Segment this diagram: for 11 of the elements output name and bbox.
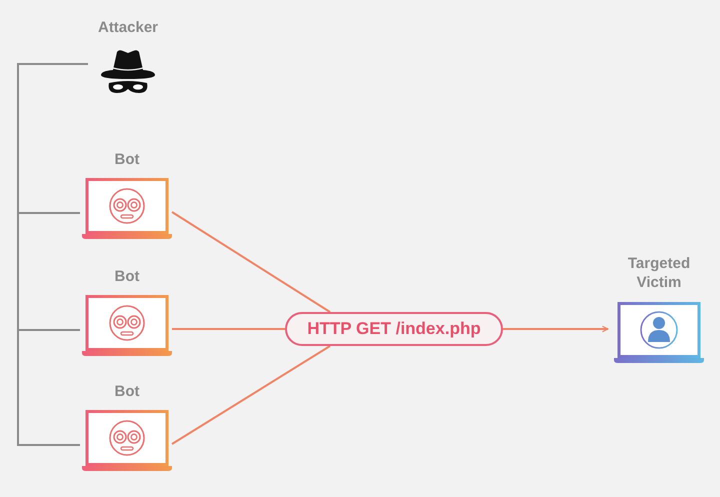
- node-label: Attacker: [96, 18, 160, 37]
- connector-line: [17, 63, 88, 446]
- node-label: Bot: [114, 267, 140, 286]
- node-label: Bot: [114, 150, 140, 169]
- connector-line: [172, 328, 285, 330]
- node-label: Bot: [114, 382, 140, 401]
- connector-line: [171, 211, 331, 313]
- request-pill: HTTP GET /index.php: [285, 312, 503, 346]
- connector-line: [171, 345, 331, 445]
- node-label: Targeted Victim: [626, 254, 692, 292]
- arrow: [503, 326, 609, 332]
